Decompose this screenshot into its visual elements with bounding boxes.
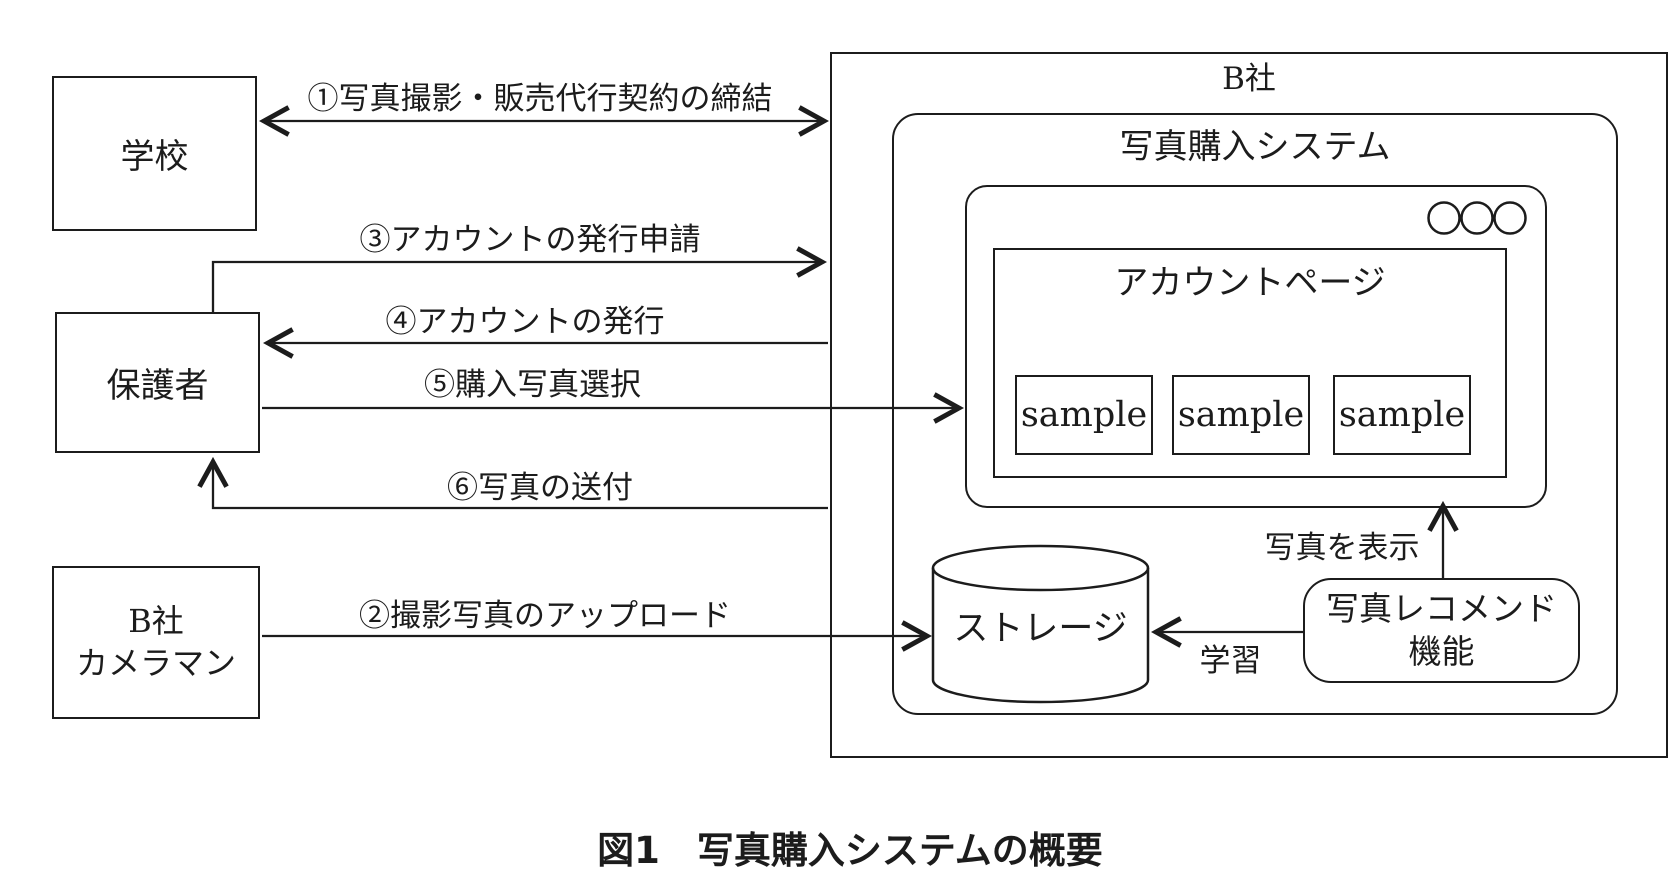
storage-cylinder-icon	[931, 544, 1150, 704]
cameraman-label: B社 カメラマン	[76, 601, 236, 684]
cameraman-label-line2: カメラマン	[75, 643, 236, 682]
sample-box: sample	[1015, 375, 1153, 455]
window-controls-icon	[1427, 201, 1527, 235]
recommend-box: 写真レコメンド 機能	[1303, 578, 1580, 683]
cameraman-box: B社 カメラマン	[52, 566, 260, 719]
sample-box: sample	[1333, 375, 1471, 455]
flow-label-contract: ①写真撮影・販売代行契約の締結	[307, 81, 773, 117]
guardian-box: 保護者	[55, 312, 260, 453]
arrow-photo-send	[213, 462, 828, 510]
browser-window-box	[965, 185, 1547, 508]
school-box: 学校	[52, 76, 257, 231]
recommend-label-line2: 機能	[1408, 631, 1475, 671]
account-page-box	[993, 248, 1507, 478]
arrow-account-request	[211, 262, 822, 312]
cameraman-label-line1: B社	[128, 601, 184, 640]
purchase-system-box	[892, 113, 1618, 715]
flow-label-photo-send: ⑥写真の送付	[447, 470, 633, 506]
recommend-label: 写真レコメンド 機能	[1326, 588, 1557, 674]
flow-label-upload: ②撮影写真のアップロード	[359, 598, 731, 634]
flow-label-account-issue: ④アカウントの発行	[385, 304, 665, 340]
sample-label: sample	[1338, 395, 1466, 435]
recommend-label-line1: 写真レコメンド	[1326, 588, 1557, 628]
company-box	[830, 52, 1668, 758]
sample-label: sample	[1020, 395, 1148, 435]
purchase-system-label: 写真購入システム	[1119, 127, 1391, 167]
account-page-label: アカウントページ	[1114, 263, 1386, 303]
storage-label: ストレージ	[953, 609, 1128, 649]
school-label: 学校	[120, 137, 189, 177]
sample-box: sample	[1172, 375, 1310, 455]
flow-label-display: 写真を表示	[1264, 530, 1420, 566]
guardian-label: 保護者	[106, 366, 209, 406]
flow-label-account-request: ③アカウントの発行申請	[359, 222, 701, 258]
flow-label-photo-select: ⑤購入写真選択	[424, 367, 641, 403]
sample-label: sample	[1177, 395, 1305, 435]
flow-label-learn: 学習	[1199, 643, 1262, 679]
company-label: B社	[1222, 61, 1276, 97]
figure-caption: 図1 写真購入システムの概要	[597, 829, 1103, 872]
